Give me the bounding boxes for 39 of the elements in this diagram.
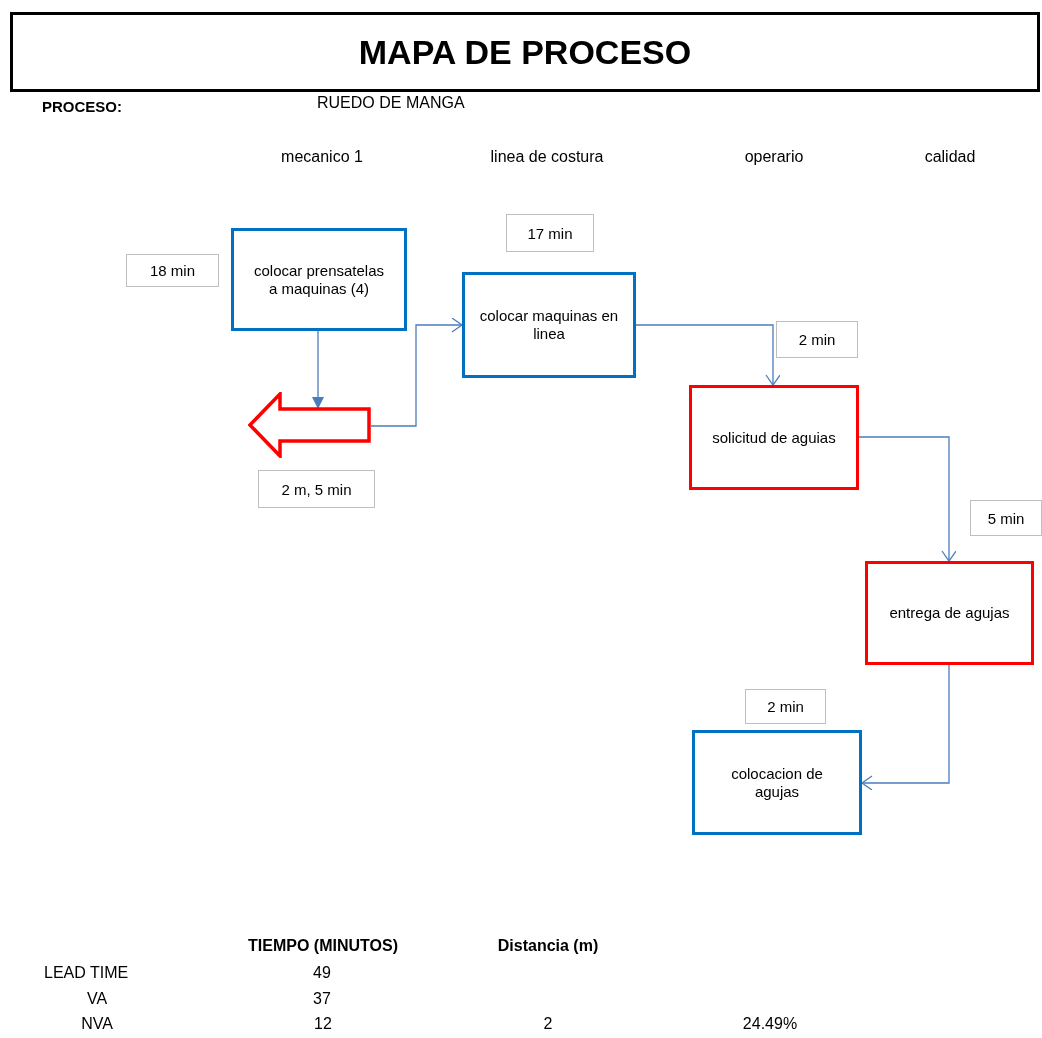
- arrow: [370, 317, 463, 427]
- duration-box: 18 min: [126, 254, 219, 287]
- label-text: Distancia (m): [497, 937, 599, 955]
- label-text: calidad: [924, 148, 976, 166]
- process-text: colocacion de agujas: [730, 764, 824, 801]
- process-text: colocar prensatelas a maquinas (4): [252, 261, 386, 298]
- label-text: operario: [744, 148, 804, 166]
- process-text: solicitud de aguias: [712, 428, 836, 447]
- label-text: 49: [313, 964, 331, 982]
- arrow: [858, 436, 957, 562]
- process-text: colocar maquinas en linea: [479, 307, 619, 343]
- label-text: TIEMPO (MINUTOS): [248, 937, 398, 955]
- arrow: [861, 664, 950, 791]
- label-text: 37: [313, 990, 331, 1008]
- arrow: [635, 324, 781, 386]
- label-text: 24.49%: [742, 1015, 798, 1033]
- label-text: VA: [86, 990, 108, 1008]
- label-text: RUEDO DE MANGA: [317, 94, 465, 112]
- duration-box: 2 m, 5 min: [258, 470, 375, 508]
- process-box: [692, 730, 862, 835]
- process-text: entrega de agujas: [889, 604, 1010, 622]
- label-text: LEAD TIME: [44, 964, 129, 982]
- process-box: [865, 561, 1034, 665]
- duration-box: 2 min: [776, 321, 858, 358]
- duration-box: 17 min: [506, 214, 594, 252]
- label-text: mecanico 1: [281, 148, 363, 166]
- block-arrow: [248, 392, 371, 458]
- label-text: PROCESO:: [42, 98, 122, 115]
- label-text: 12: [314, 1015, 332, 1033]
- label-text: NVA: [81, 1015, 113, 1033]
- duration-box: 5 min: [970, 500, 1042, 536]
- title: MAPA DE PROCESO: [358, 32, 692, 72]
- arrow: [312, 330, 324, 410]
- label-text: linea de costura: [490, 148, 604, 166]
- duration-box: 2 min: [745, 689, 826, 724]
- process-box: [689, 385, 859, 490]
- process-box: [231, 228, 407, 331]
- label-text: 2: [543, 1015, 553, 1033]
- process-box: [462, 272, 636, 378]
